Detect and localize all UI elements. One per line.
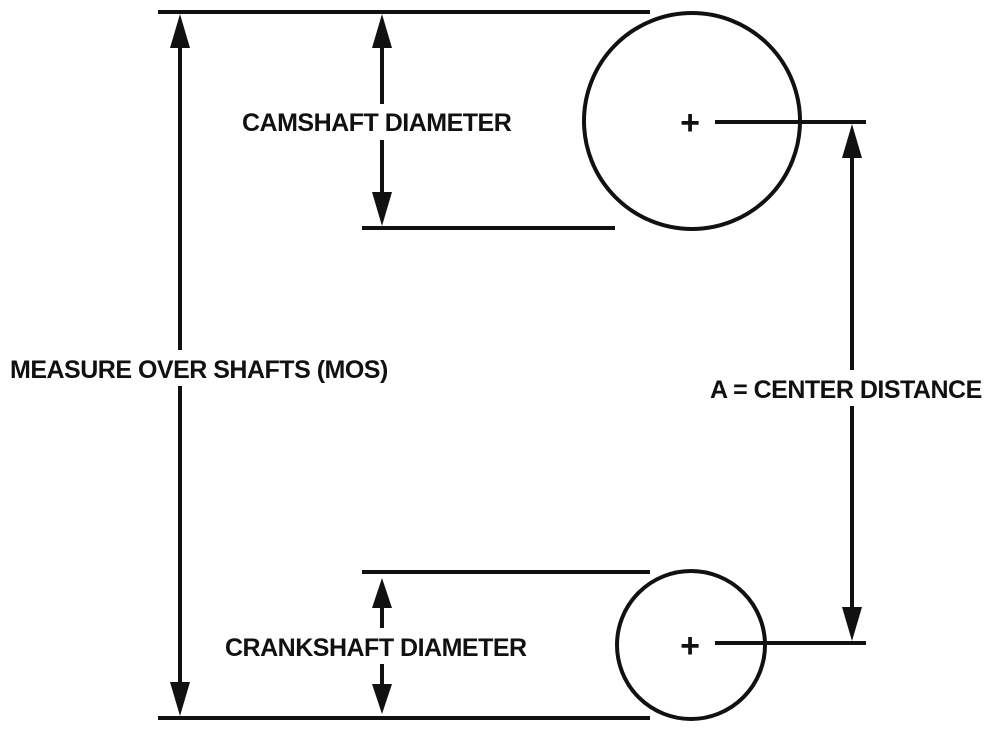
crankshaft-diameter-label: CRANKSHAFT DIAMETER <box>225 634 527 662</box>
camshaft-diameter-label: CAMSHAFT DIAMETER <box>242 109 512 137</box>
mos-label: MEASURE OVER SHAFTS (MOS) <box>10 356 388 384</box>
center-distance-label: A = CENTER DISTANCE <box>710 376 982 404</box>
crankshaft-circle <box>615 569 767 721</box>
camshaft-circle <box>582 11 802 231</box>
crankshaft-center-mark: + <box>680 627 700 665</box>
camshaft-center-mark: + <box>680 104 700 142</box>
